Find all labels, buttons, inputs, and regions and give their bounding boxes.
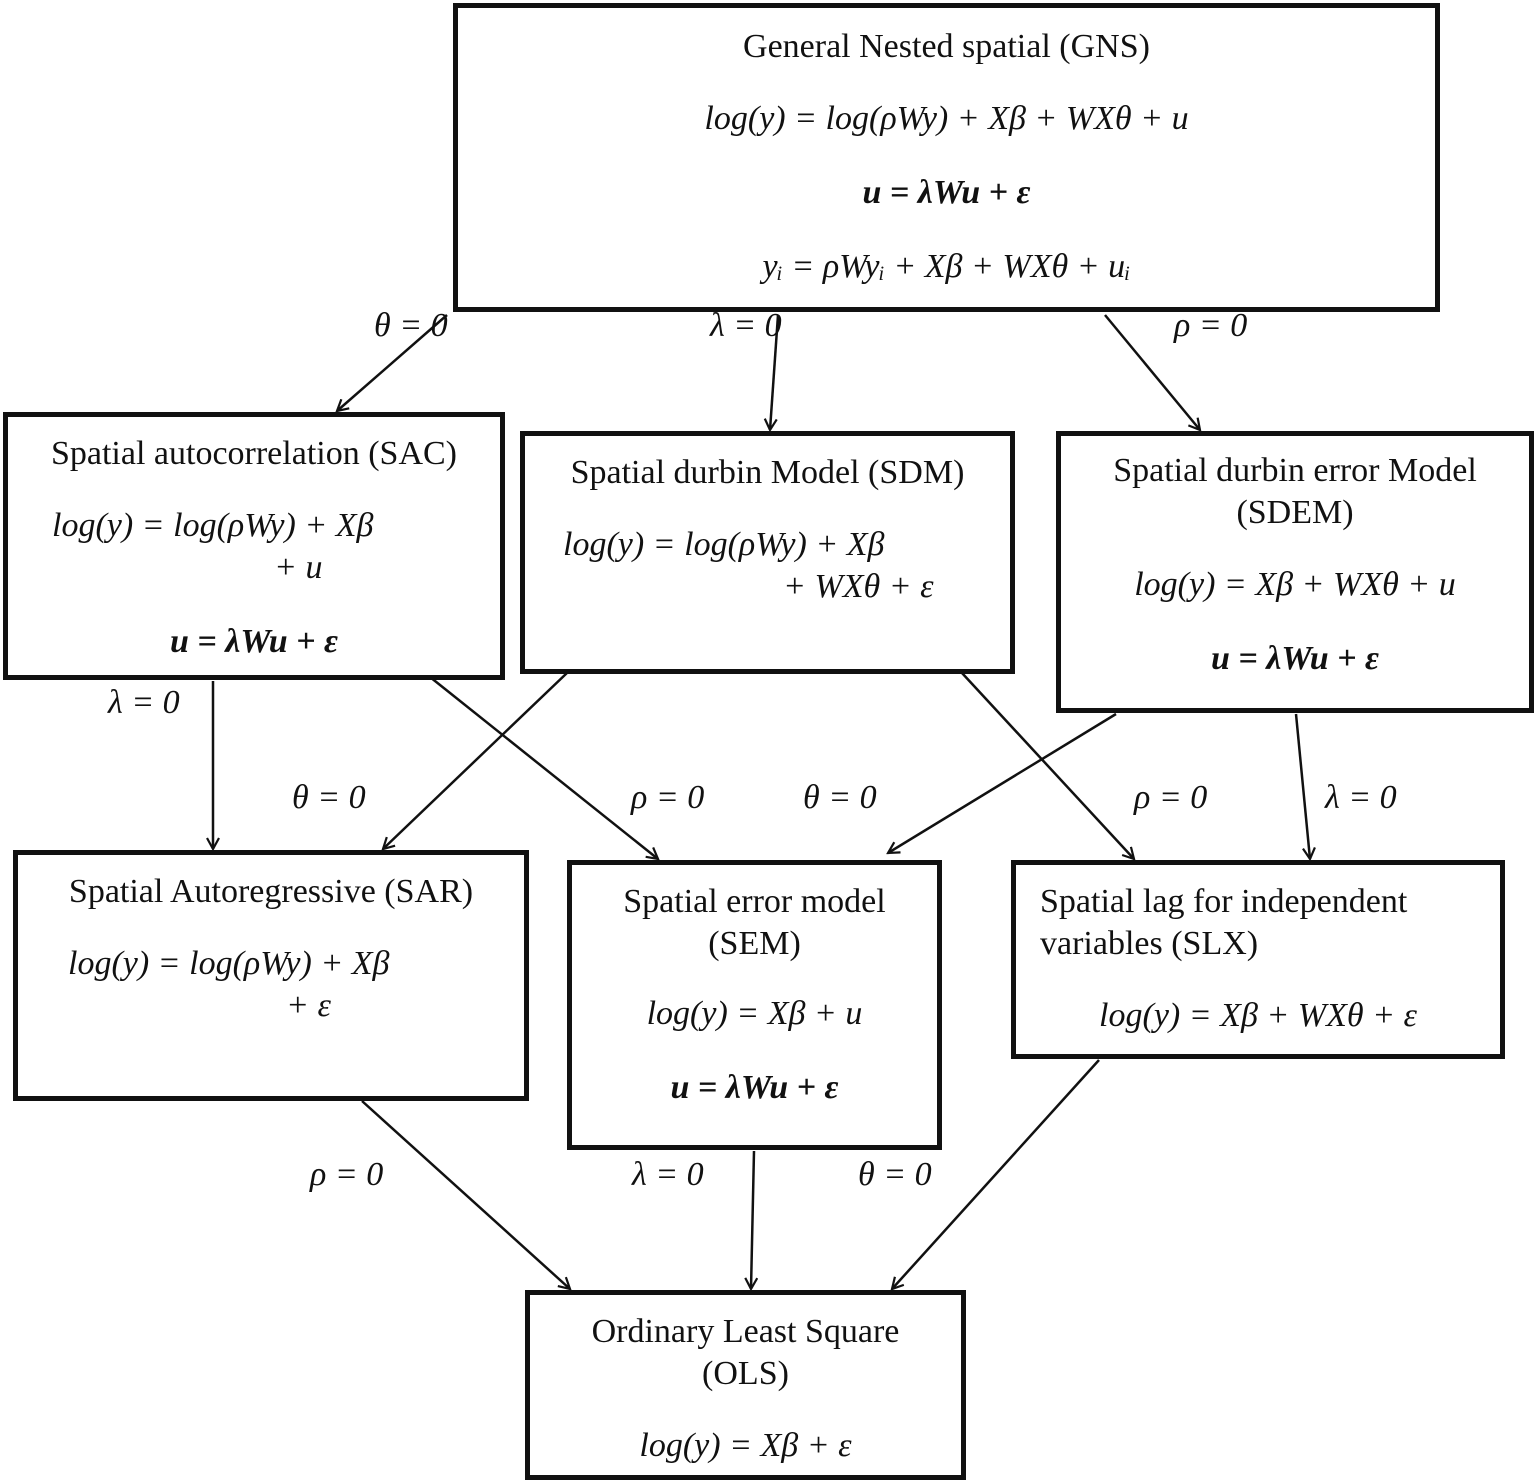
model-box-ols: Ordinary Least Square (OLS) log(y) = Xβ … [525, 1290, 966, 1480]
edge-label-slx-ols: θ = 0 [858, 1156, 932, 1193]
model-title-gns: General Nested spatial (GNS) [743, 28, 1150, 65]
model-title-sdm: Spatial durbin Model (SDM) [570, 454, 965, 491]
model-box-gns: General Nested spatial (GNS) log(y) = lo… [453, 3, 1440, 312]
edge-gns-sdem [1104, 314, 1200, 430]
equation-sdem-1: log(y) = Xβ + WXθ + u [1134, 566, 1456, 603]
equation-gns-3: yᵢ = ρWyᵢ + Xβ + WXθ + uᵢ [762, 248, 1131, 285]
edge-label-sem-ols: λ = 0 [632, 1156, 704, 1193]
model-box-sar: Spatial Autoregressive (SAR) log(y) = lo… [13, 850, 529, 1101]
equation-sem-1: log(y) = Xβ + u [646, 995, 863, 1032]
model-title-ols: Ordinary Least Square (OLS) [591, 1313, 900, 1392]
edge-sac-sem [429, 676, 658, 859]
edge-label-gns-sdm: λ = 0 [710, 307, 782, 344]
edge-slx-ols [892, 1059, 1100, 1289]
edge-sdm-sar [383, 671, 569, 849]
edge-label-gns-sac: θ = 0 [374, 307, 448, 344]
equation-sar-1a: log(y) = log(ρWy) + Xβ [68, 945, 390, 982]
edge-gns-sac [337, 314, 448, 411]
equation-sdm-1b: + WXθ + ε [783, 568, 934, 605]
edge-sdem-slx [1294, 713, 1310, 859]
model-box-sdm: Spatial durbin Model (SDM) log(y) = log(… [520, 431, 1015, 674]
model-title-sem: Spatial error model (SEM) [623, 883, 886, 962]
edge-label-sdem-slx: λ = 0 [1325, 779, 1397, 816]
model-box-sdem: Spatial durbin error Model (SDEM) log(y)… [1056, 431, 1534, 713]
edge-sdm-slx [961, 672, 1134, 859]
equation-sac-1b: + u [274, 549, 323, 586]
edge-label-gns-sdem: ρ = 0 [1174, 307, 1248, 344]
model-title-sdem: Spatial durbin error Model (SDEM) [1113, 452, 1477, 531]
edge-label-sdm-sar: θ = 0 [292, 779, 366, 816]
equation-sac-2: u = λWu + ε [170, 623, 338, 660]
edge-label-sdem-sem: θ = 0 [803, 779, 877, 816]
model-box-sac: Spatial autocorrelation (SAC) log(y) = l… [3, 412, 505, 680]
edge-sar-ols [361, 1100, 570, 1289]
model-title-sac: Spatial autocorrelation (SAC) [50, 435, 457, 472]
model-title-slx: Spatial lag for independent variables (S… [1040, 883, 1408, 962]
edge-sdem-sem [888, 712, 1117, 853]
equation-sem-2: u = λWu + ε [670, 1069, 839, 1106]
edge-label-sac-sem: ρ = 0 [631, 779, 705, 816]
edge-label-sdm-slx: ρ = 0 [1134, 779, 1208, 816]
equation-gns-1: log(y) = log(ρWy) + Xβ + WXθ + u [704, 100, 1189, 137]
model-box-sem: Spatial error model (SEM) log(y) = Xβ + … [567, 860, 942, 1150]
equation-sdem-2: u = λWu + ε [1211, 640, 1379, 677]
equation-sdm-1a: log(y) = log(ρWy) + Xβ [563, 526, 885, 563]
equation-slx-1: log(y) = Xβ + WXθ + ε [1099, 997, 1417, 1034]
edge-gns-sdm [770, 314, 780, 430]
equation-ols-1: log(y) = Xβ + ε [639, 1427, 852, 1464]
equation-gns-2: u = λWu + ε [862, 174, 1031, 211]
model-box-slx: Spatial lag for independent variables (S… [1011, 860, 1505, 1059]
equation-sac-1a: log(y) = log(ρWy) + Xβ [52, 507, 374, 544]
edge-sem-ols [751, 1150, 754, 1289]
model-title-sar: Spatial Autoregressive (SAR) [68, 873, 474, 910]
edge-label-sar-ols: ρ = 0 [310, 1156, 384, 1193]
equation-sar-1b: + ε [286, 987, 331, 1024]
edge-label-sac-sar: λ = 0 [108, 684, 180, 721]
